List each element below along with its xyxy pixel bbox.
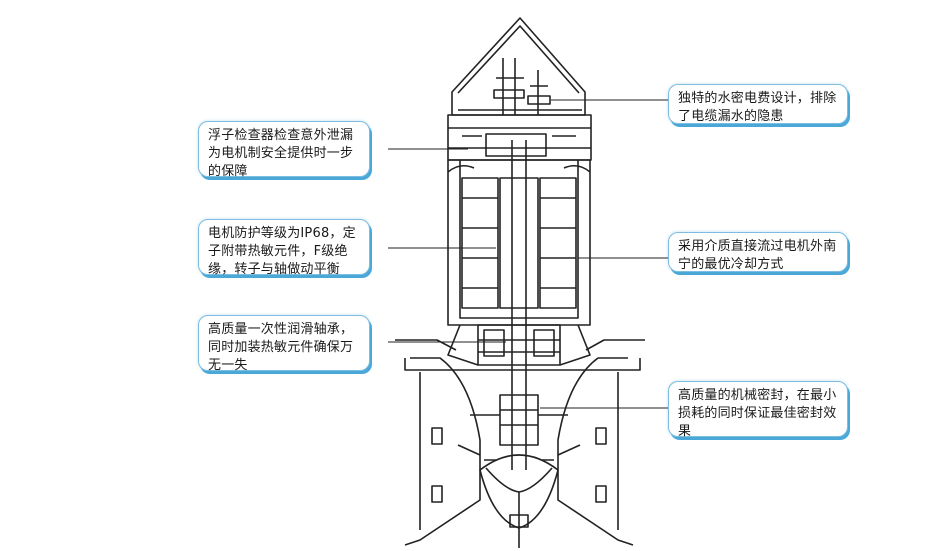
callout-mechanical-seal: 高质量的机械密封，在最小损耗的同时保证最佳密封效果 bbox=[668, 381, 848, 439]
callout-text: 独特的水密电费设计，排除了电缆漏水的隐患 bbox=[678, 91, 837, 124]
callout-motor-protection: 电机防护等级为IP68，定子附带热敏元件，F级绝缘，转子与轴做动平衡 bbox=[198, 219, 370, 277]
callout-cable-seal: 独特的水密电费设计，排除了电缆漏水的隐患 bbox=[668, 84, 848, 124]
motor-housing bbox=[447, 159, 591, 326]
stator-left bbox=[461, 177, 499, 309]
callout-text: 高质量一次性润滑轴承，同时加装热敏元件确保万无一失 bbox=[208, 322, 354, 373]
callout-float-inspector: 浮子检查器检查意外泄漏为电机制安全提供时一步的保障 bbox=[198, 121, 370, 179]
callout-text: 电机防护等级为IP68，定子附带热敏元件，F级绝缘，转子与轴做动平衡 bbox=[208, 226, 356, 277]
cable-cap bbox=[451, 17, 586, 116]
volute-left bbox=[404, 357, 481, 546]
stator-right bbox=[539, 177, 577, 309]
callout-text: 浮子检查器检查意外泄漏为电机制安全提供时一步的保障 bbox=[208, 128, 354, 179]
impeller bbox=[479, 454, 559, 529]
rotor bbox=[499, 177, 539, 309]
junction-chamber bbox=[447, 114, 592, 161]
outlet-top bbox=[395, 339, 645, 351]
callout-cooling: 采用介质直接流过电机外南宁的最优冷却方式 bbox=[668, 232, 848, 272]
callout-text: 高质量的机械密封，在最小损耗的同时保证最佳密封效果 bbox=[678, 388, 837, 439]
callout-bearing: 高质量一次性润滑轴承，同时加装热敏元件确保万无一失 bbox=[198, 315, 370, 373]
mechanical-seal bbox=[499, 394, 539, 446]
bearing-housing bbox=[477, 324, 561, 366]
callout-text: 采用介质直接流过电机外南宁的最优冷却方式 bbox=[678, 239, 837, 272]
volute-right bbox=[557, 357, 634, 546]
